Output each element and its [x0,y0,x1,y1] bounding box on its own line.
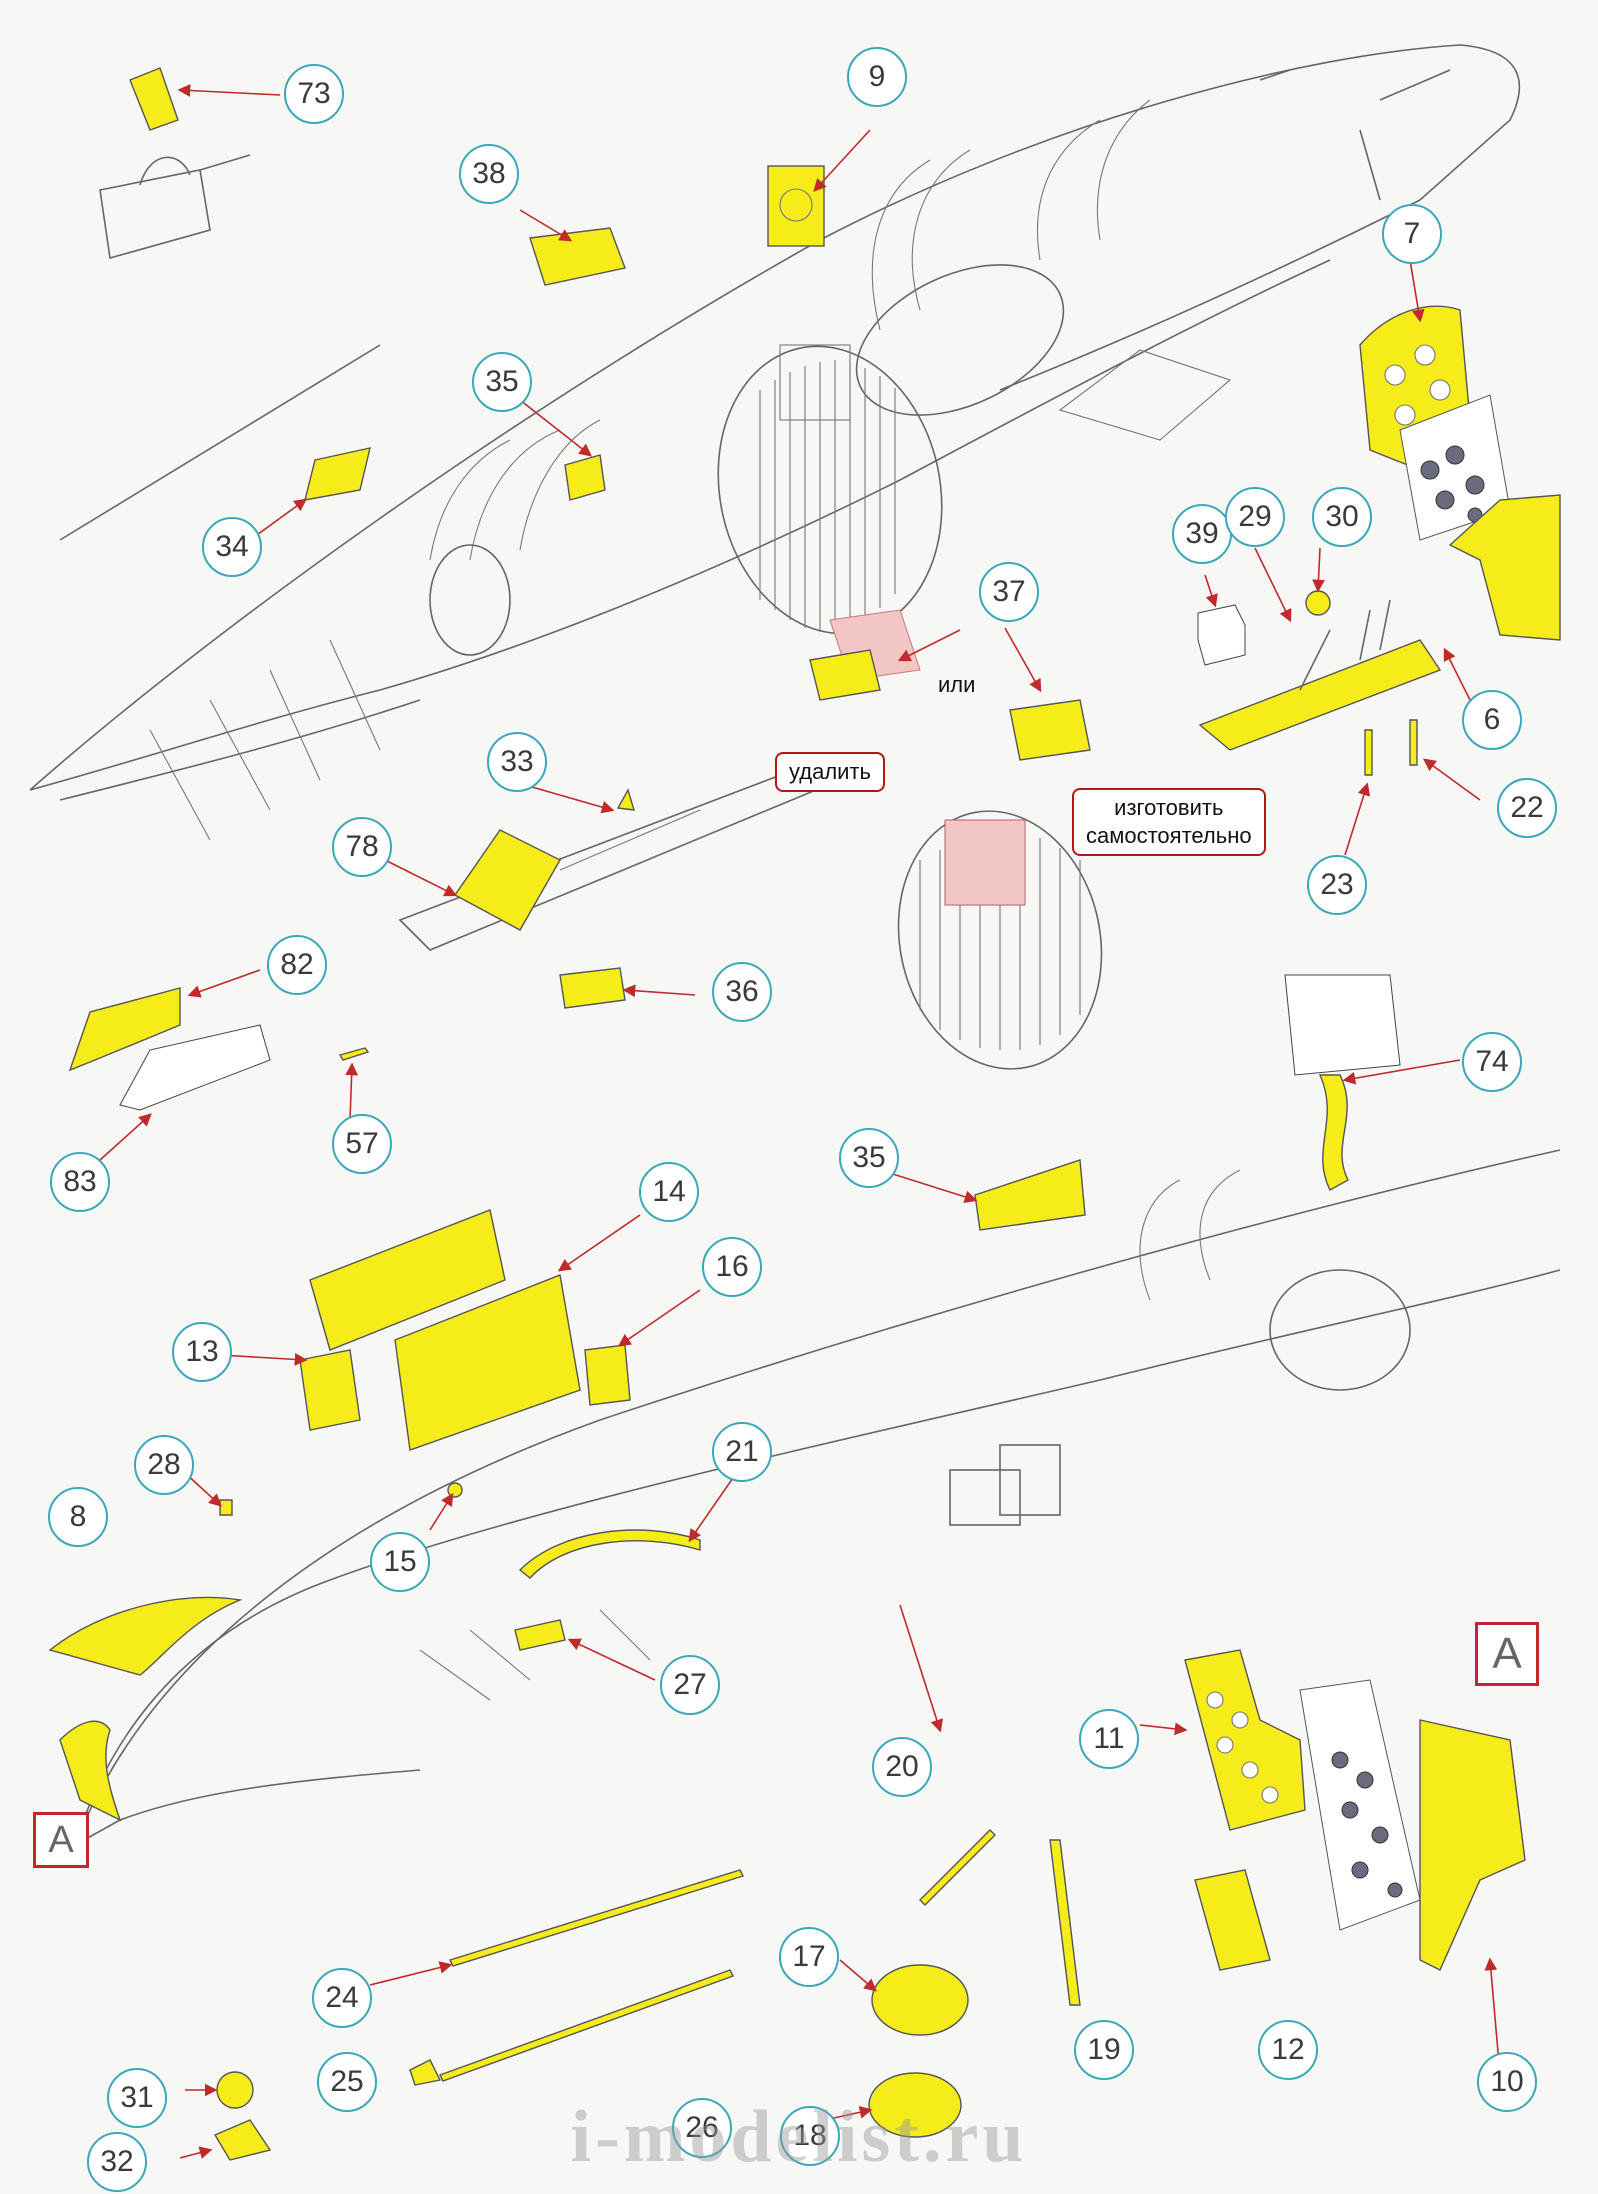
part-24 [449,1869,744,1967]
callout-13: 13 [172,1322,232,1382]
callout-10: 10 [1477,2052,1537,2112]
view-marker-a-top: A [1475,1622,1539,1686]
rod [59,344,381,541]
callout-73: 73 [284,64,344,124]
callout-34: 34 [202,517,262,577]
callout-19: 19 [1074,2020,1134,2080]
lower-fuselage [74,1149,1561,1846]
callout-24: 24 [312,1968,372,2028]
note-izgotovit-line1: изготовить [1114,795,1224,820]
callout-11: 11 [1079,1709,1139,1769]
part-82 [68,987,181,1072]
callout-18: 18 [780,2106,840,2166]
part-32 [213,2119,272,2161]
part-74-box [1284,974,1401,1076]
part-27 [514,1619,566,1651]
callout-28: 28 [134,1435,194,1495]
part-38 [529,227,626,286]
callout-8: 8 [48,1487,108,1547]
part-34 [304,447,371,501]
note-udalit-text: удалить [789,759,872,784]
callout-30: 30 [1312,487,1372,547]
part-22-23-pedals [1364,719,1418,776]
part-a-side [59,1720,122,1822]
callout-74: 74 [1462,1032,1522,1092]
part-10-panel [1419,1719,1526,1971]
callout-14: 14 [639,1162,699,1222]
callout-15: 15 [370,1532,430,1592]
callout-38: 38 [459,144,519,204]
callout-12: 12 [1258,2020,1318,2080]
callout-9: 9 [847,47,907,107]
callout-31: 31 [107,2068,167,2128]
part-20 [919,1829,996,1906]
callout-35: 35 [472,352,532,412]
part-12-panel [1194,1869,1271,1971]
part-37-alt [1009,699,1091,761]
callout-6: 6 [1462,690,1522,750]
part-21 [518,1529,701,1579]
callout-25: 25 [317,2052,377,2112]
part-35-upper [564,454,606,501]
note-izgotovit-line2: самостоятельно [1086,823,1252,848]
callout-37: 37 [979,562,1039,622]
callout-33: 33 [487,732,547,792]
callout-29: 29 [1225,487,1285,547]
part-28 [219,1499,233,1516]
callout-7: 7 [1382,204,1442,264]
part-26 [439,1969,734,2082]
part-18 [868,2072,962,2138]
note-udalit: удалить [775,752,886,792]
callout-21: 21 [712,1422,772,1482]
part-37 [809,649,881,701]
part-9-panel [767,165,825,247]
callout-32: 32 [87,2132,147,2192]
watermark: i-modelist.ru [570,2096,1028,2178]
callout-20: 20 [872,1737,932,1797]
callout-22: 22 [1497,778,1557,838]
callout-82: 82 [267,935,327,995]
part-73-headrest [99,67,251,260]
part-25 [409,2059,442,2086]
callout-27: 27 [660,1655,720,1715]
callout-23: 23 [1307,855,1367,915]
callout-35-lower: 35 [839,1128,899,1188]
part-29-floor [1198,639,1442,751]
part-17 [871,1964,969,2036]
note-izgotovit: изготовить самостоятельно [1072,788,1266,856]
part-39-block [1197,604,1246,666]
part-11-panel [1184,1649,1306,1831]
callout-17: 17 [779,1927,839,1987]
callout-36: 36 [712,962,772,1022]
part-57 [338,1047,370,1061]
part-74-strap [1318,1074,1349,1191]
callout-78: 78 [332,817,392,877]
part-36 [559,967,626,1009]
upper-fuselage [29,44,1521,951]
part-33 [616,788,635,811]
part-14 [309,1209,506,1351]
part-13 [394,1274,581,1451]
callout-57: 57 [332,1114,392,1174]
part-35-lower [974,1159,1086,1231]
part-78 [453,829,561,931]
part-8 [48,1596,243,1676]
callout-83: 83 [50,1152,110,1212]
callout-26: 26 [672,2098,732,2158]
part-6-panel [1448,494,1561,641]
callout-16: 16 [702,1237,762,1297]
part-15 [447,1482,463,1498]
view-marker-a-left: A [33,1812,89,1868]
callout-39: 39 [1172,504,1232,564]
part-83-frame [119,1024,271,1111]
part-19 [1049,1839,1081,2006]
part-16 [584,1344,631,1406]
note-ili: или [938,672,976,697]
bulkhead-detail [897,810,1103,1070]
part-13-side [299,1349,361,1431]
